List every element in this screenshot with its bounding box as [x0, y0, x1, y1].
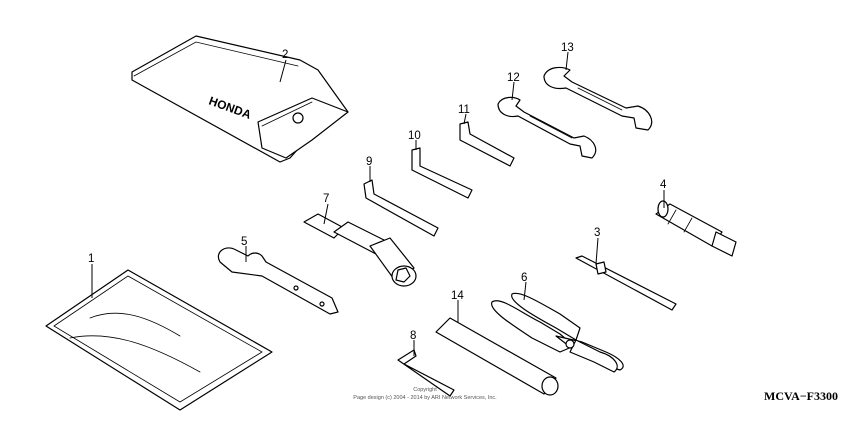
part-11-hex-key — [459, 121, 515, 167]
callout-11: 11 — [458, 104, 470, 116]
callout-13: 13 — [561, 42, 574, 54]
part-10-hex-key — [411, 147, 473, 199]
callout-3: 3 — [594, 227, 600, 239]
copyright-line-1: Copyright — [413, 387, 437, 393]
part-4-screwdriver-handle — [655, 200, 737, 257]
part-12-wrench — [497, 96, 597, 159]
callout-4: 4 — [660, 179, 667, 191]
part-14-grip-tube — [435, 317, 559, 396]
callout-5: 5 — [241, 236, 247, 248]
part-3-screwdriver-bit — [575, 255, 677, 311]
part-1-plastic-bag — [45, 269, 273, 411]
part-13-wrench — [543, 66, 653, 131]
callout-14: 14 — [451, 290, 464, 302]
callout-6: 6 — [521, 272, 527, 284]
callout-2: 2 — [282, 49, 288, 61]
callout-10: 10 — [408, 130, 421, 142]
copyright-line-2: Page design (c) 2004 - 2014 by ARI Netwo… — [353, 395, 497, 401]
diagram-code: MCVA−F3300 — [764, 389, 838, 403]
part-2-tool-bag: HONDA — [131, 35, 349, 163]
part-7-socket-wrench — [303, 213, 417, 287]
part-9-hex-key — [363, 179, 439, 237]
part-6-pliers — [491, 292, 624, 373]
part-5-pin-spanner — [217, 247, 339, 315]
callout-7: 7 — [323, 193, 329, 205]
callout-8: 8 — [410, 330, 416, 342]
callout-9: 9 — [366, 156, 372, 168]
callout-1: 1 — [88, 253, 94, 265]
callouts: 1 2 3 4 5 6 7 8 9 10 11 12 13 14 — [88, 42, 667, 356]
callout-12: 12 — [507, 72, 520, 84]
